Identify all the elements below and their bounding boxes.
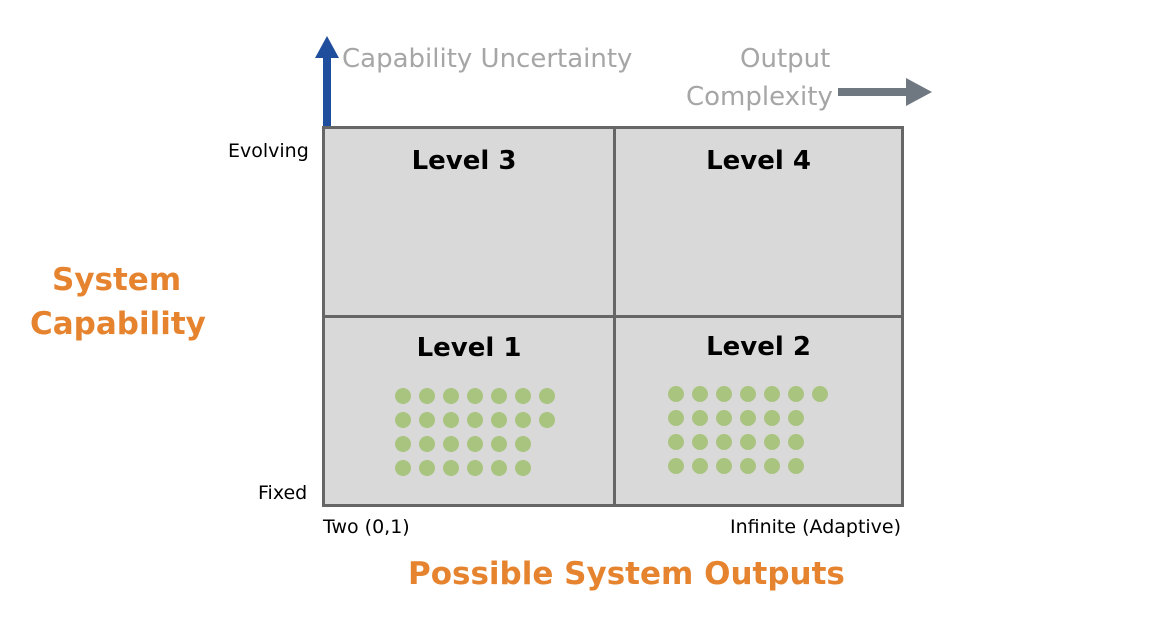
dot — [419, 412, 435, 428]
dot — [467, 436, 483, 452]
y-axis-arrow — [315, 36, 339, 128]
dot — [395, 460, 411, 476]
dot — [467, 460, 483, 476]
dot — [692, 458, 708, 474]
dot — [716, 410, 732, 426]
output-complexity-label-line2: Complexity — [686, 82, 833, 112]
dot — [539, 388, 555, 404]
quadrant-bottom-left: Level 1 — [322, 315, 616, 507]
dot — [764, 434, 780, 450]
dot — [716, 434, 732, 450]
quadrant-title: Level 2 — [706, 332, 811, 362]
x-axis-arrow — [838, 78, 932, 106]
dot — [491, 436, 507, 452]
quadrant-top-left: Level 3 — [322, 126, 616, 318]
x-axis-title: Possible System Outputs — [408, 556, 845, 592]
y-axis-title-line2: Capability — [30, 306, 206, 342]
dot — [764, 410, 780, 426]
dot — [788, 434, 804, 450]
dot — [515, 412, 531, 428]
dot — [491, 460, 507, 476]
dot — [443, 412, 459, 428]
dot — [539, 412, 555, 428]
y-tick-fixed: Fixed — [258, 482, 308, 504]
dot — [395, 436, 411, 452]
quadrant-top-right: Level 4 — [613, 126, 904, 318]
quadrant-bottom-right: Level 2 — [613, 315, 904, 507]
dot — [716, 386, 732, 402]
dot — [395, 412, 411, 428]
dot — [788, 410, 804, 426]
dot — [491, 412, 507, 428]
x-tick-two: Two (0,1) — [323, 516, 410, 538]
dot — [740, 410, 756, 426]
dot — [668, 434, 684, 450]
dot — [467, 412, 483, 428]
dot — [395, 388, 411, 404]
dot — [668, 410, 684, 426]
dot — [692, 410, 708, 426]
capability-uncertainty-label: Capability Uncertainty — [342, 44, 633, 74]
output-complexity-label-line1: Output — [740, 44, 831, 74]
dot — [692, 386, 708, 402]
dot — [515, 436, 531, 452]
dot — [467, 388, 483, 404]
dot — [764, 386, 780, 402]
dot — [419, 460, 435, 476]
dot — [740, 434, 756, 450]
quadrant-title: Level 1 — [416, 333, 522, 363]
dot — [443, 388, 459, 404]
y-axis-title-line1: System — [52, 262, 182, 298]
dot — [740, 386, 756, 402]
dot — [668, 386, 684, 402]
dot — [491, 388, 507, 404]
dot — [788, 458, 804, 474]
dot — [716, 458, 732, 474]
quadrant-title: Level 4 — [706, 146, 811, 176]
dot — [515, 460, 531, 476]
dot — [419, 388, 435, 404]
x-tick-infinite: Infinite (Adaptive) — [730, 516, 902, 538]
dot — [812, 386, 828, 402]
dot — [764, 458, 780, 474]
dot — [515, 388, 531, 404]
dot — [668, 458, 684, 474]
dot — [788, 386, 804, 402]
dot — [443, 460, 459, 476]
quadrant-title: Level 3 — [411, 146, 517, 176]
dot — [692, 434, 708, 450]
y-tick-evolving: Evolving — [228, 140, 309, 162]
dot — [419, 436, 435, 452]
dot — [740, 458, 756, 474]
dot — [443, 436, 459, 452]
